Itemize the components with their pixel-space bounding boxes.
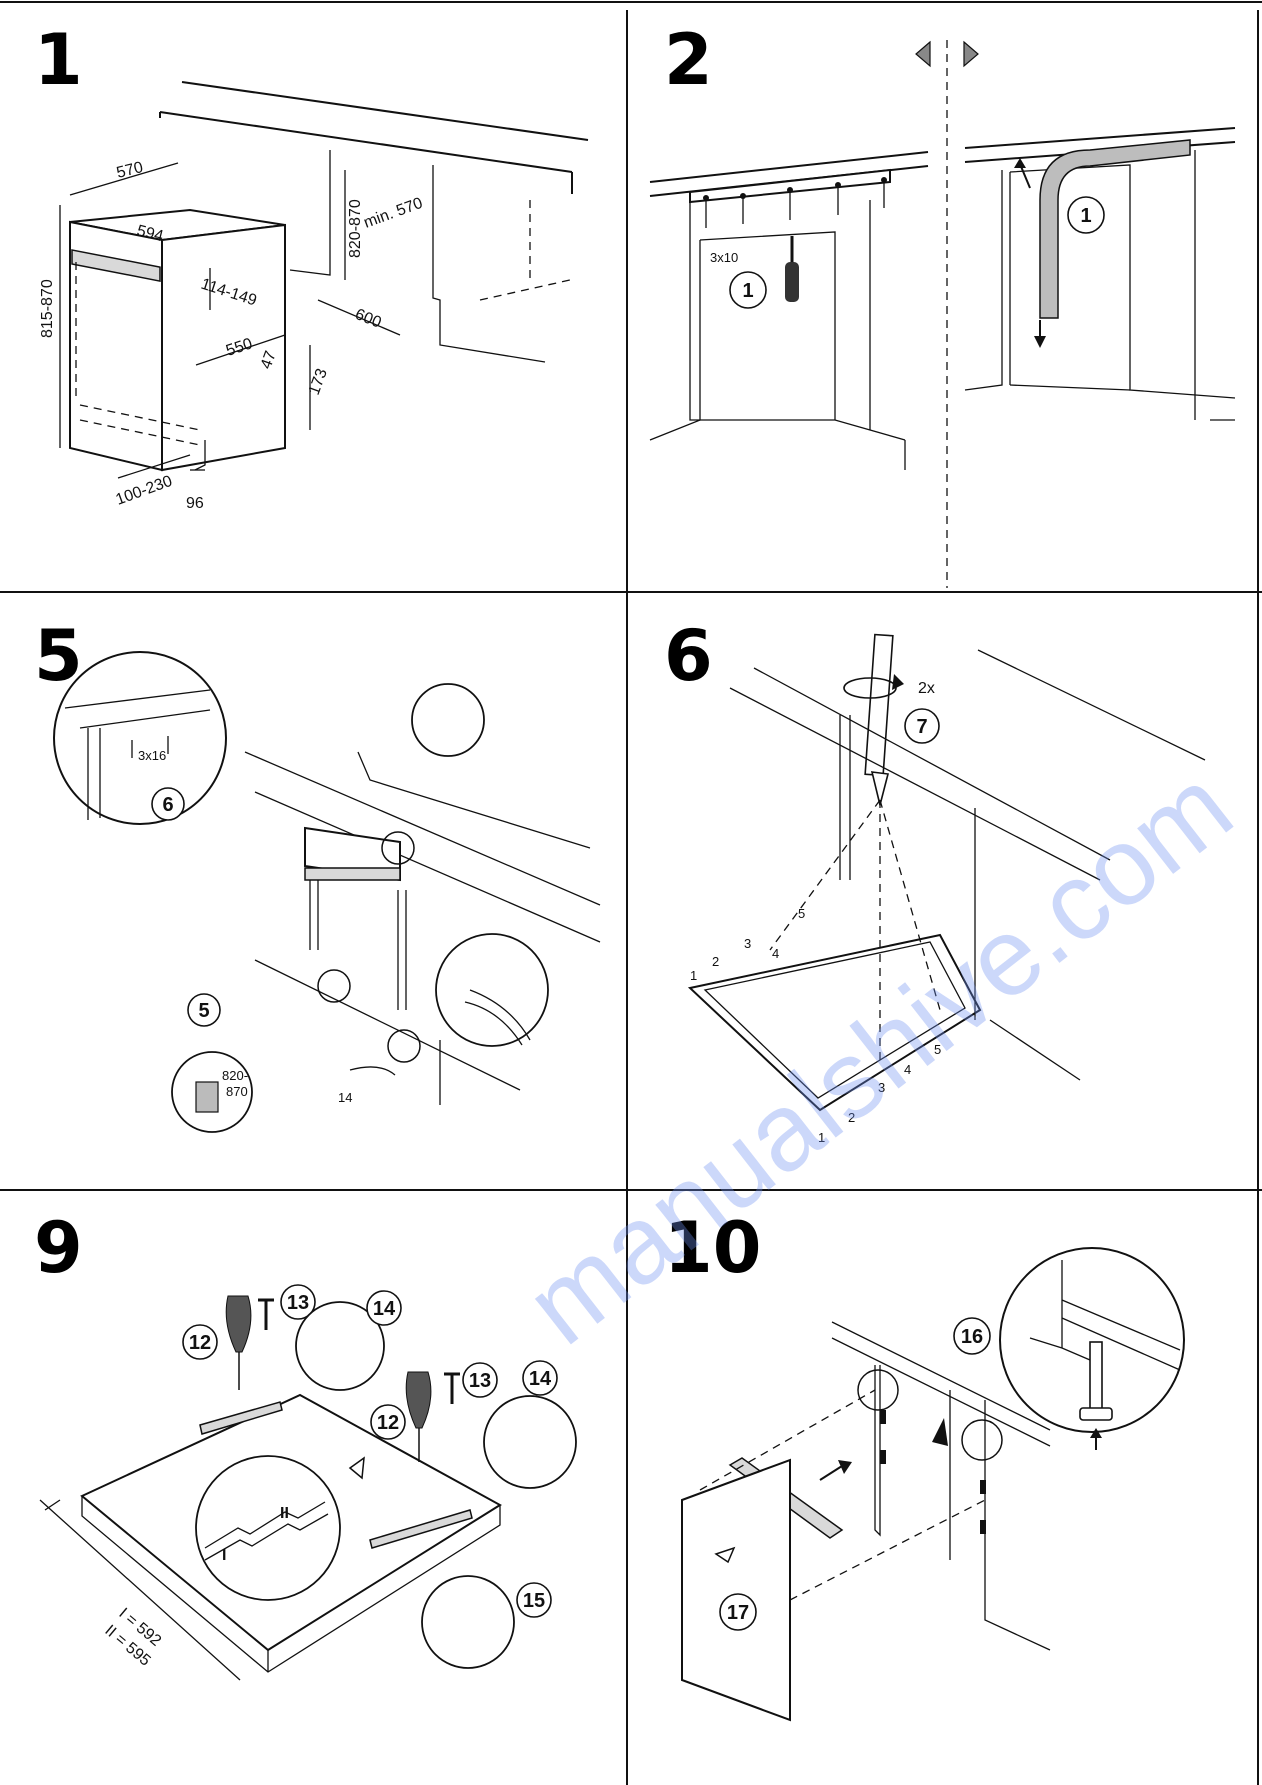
detail-magnifier <box>295 1301 385 1391</box>
part-number: 13 <box>469 1370 491 1392</box>
dimension-label: 815-870 <box>39 279 56 338</box>
part-number: 13 <box>287 1292 309 1314</box>
down-arrow-icon <box>1034 336 1046 348</box>
part-number: 15 <box>523 1590 545 1612</box>
vapour-barrier-illustration <box>964 127 1236 421</box>
hole-number: 4 <box>904 1062 911 1077</box>
detail-magnifier <box>483 1395 577 1489</box>
adjustment-screw-detail <box>1029 1260 1181 1450</box>
dimension-label: min. 570 <box>362 195 426 232</box>
panel-step-5: 5 3x16 6 <box>34 615 601 1133</box>
dimension-label: 870 <box>226 1084 248 1099</box>
pliers-icon <box>464 989 531 1046</box>
detail-magnifier <box>53 651 227 825</box>
hole-number: 4 <box>772 946 779 961</box>
hole-number: 1 <box>690 968 697 983</box>
arrow-icon <box>838 1460 852 1474</box>
dimension-label: 594 <box>135 222 165 245</box>
step-number: 2 <box>664 19 713 101</box>
step-number: 9 <box>34 1207 83 1289</box>
countertop-illustration <box>159 81 589 363</box>
dimension-label: 600 <box>353 306 384 332</box>
hole-number: 5 <box>934 1042 941 1057</box>
panel-step-2: 2 <box>649 19 1236 588</box>
detail-magnifier <box>421 1575 515 1669</box>
dimension-label: 820-870 <box>347 199 364 258</box>
screwdriver-tool-illustration <box>843 633 904 806</box>
dimension-label: 100-230 <box>114 473 175 509</box>
hole-number: 5 <box>798 906 805 921</box>
panel-step-9: 9 12 13 <box>34 1207 577 1681</box>
front-panel-fitting-illustration <box>681 1321 1051 1722</box>
part-number: 5 <box>198 1000 209 1022</box>
step-number: 6 <box>664 615 713 697</box>
panel-step-1: 1 <box>34 19 589 512</box>
part-number: 6 <box>162 794 173 816</box>
panel-step-10: 10 16 17 <box>664 1207 1185 1722</box>
step-number: 1 <box>34 19 83 101</box>
mounting-bracket-illustration <box>649 151 929 470</box>
screw-icon <box>444 1372 460 1404</box>
hole-number: 1 <box>818 1130 825 1145</box>
marker-label: I <box>222 1547 226 1564</box>
dimension-label: 570 <box>115 159 145 182</box>
screw-size-label: 3x10 <box>710 250 738 265</box>
hole-number: 3 <box>744 936 751 951</box>
dimension-label: 820- <box>222 1068 248 1083</box>
marker-label: II <box>280 1505 289 1522</box>
step-number: 10 <box>664 1207 761 1289</box>
dimension-label: 14 <box>338 1090 352 1105</box>
spanner-icon <box>349 1066 396 1076</box>
up-arrow-icon <box>1014 158 1026 168</box>
part-number: 17 <box>727 1602 749 1624</box>
rotation-label: 2x <box>918 680 935 697</box>
awl-icon <box>405 1371 432 1462</box>
dimension-lines <box>59 162 401 479</box>
part-number: 14 <box>373 1298 396 1320</box>
adjustable-foot-icon <box>195 1081 219 1113</box>
dishwasher-top-illustration <box>687 649 1206 1112</box>
screwdriver-icon <box>785 236 799 302</box>
hole-number: 2 <box>848 1110 855 1125</box>
detail-magnifier <box>411 683 485 757</box>
side-fixing-detail <box>64 689 211 820</box>
awl-icon <box>225 1295 252 1390</box>
detail-magnifier <box>435 933 549 1047</box>
hole-number: 2 <box>712 954 719 969</box>
right-arrow-icon <box>963 40 979 68</box>
part-number: 1 <box>742 280 753 302</box>
panel-step-6: 6 2x 7 1 2 3 4 5 1 2 <box>664 615 1206 1145</box>
detail-magnifier <box>195 1455 341 1601</box>
view-switch-arrows <box>915 40 979 68</box>
detail-magnifier <box>999 1247 1185 1433</box>
part-number: 12 <box>377 1412 399 1434</box>
left-arrow-icon <box>915 40 931 68</box>
dimension-label: 96 <box>186 495 204 512</box>
dishwasher-illustration <box>69 208 286 472</box>
screw-size-label: 3x16 <box>138 748 166 763</box>
part-number: 7 <box>916 716 927 738</box>
screw-icon <box>258 1298 274 1330</box>
dimension-label: 47 <box>258 349 280 372</box>
part-number: 14 <box>529 1368 552 1390</box>
part-number: 16 <box>961 1326 983 1348</box>
hole-number: 3 <box>878 1080 885 1095</box>
rotate-arrow-icon <box>892 674 904 690</box>
installation-illustration <box>244 751 601 1105</box>
arrow-icon <box>932 1418 948 1446</box>
up-arrow-icon <box>1090 1428 1102 1438</box>
part-number: 1 <box>1080 205 1091 227</box>
part-number: 12 <box>189 1332 211 1354</box>
